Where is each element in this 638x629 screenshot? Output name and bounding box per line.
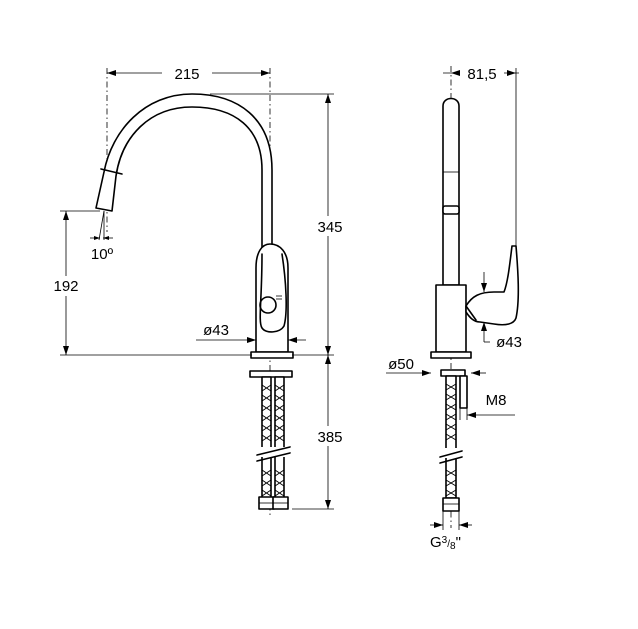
connection-denominator: 8 [450,541,456,552]
mounting-plate [249,370,293,378]
spout-angle-label: 10º [91,246,114,263]
side-spout [442,97,460,286]
depth-dimension [443,63,519,246]
base-flange [250,351,294,359]
side-base-flange [430,351,472,359]
gooseneck-spout [95,93,273,249]
flexible-hoses [256,376,291,510]
reach-label: 215 [174,66,199,83]
connection-suffix: " [456,534,461,551]
lever-diameter-label: ø43 [496,334,522,351]
connection-prefix: G [430,534,442,551]
hose-length-dimension [292,355,352,510]
connection-label: G3/8" [430,534,461,552]
connection-numerator: 3 [442,535,448,546]
depth-label: 81,5 [467,66,496,83]
spray-head-joint [100,168,123,175]
lever-knob [259,296,277,314]
outlet-height-dimension [46,210,252,356]
thread-label: M8 [486,392,507,409]
side-spray-head-tip [442,205,460,215]
height-label: 345 [317,219,342,236]
hose-length-label: 385 [317,429,342,446]
body-diameter-label: ø43 [203,322,229,339]
side-hose-nut [442,497,460,512]
m8-stud [459,375,468,409]
side-view: 81,5 ø43 ø50 M8 [386,63,522,552]
spout-angle-dimension [90,210,113,241]
side-lever [465,245,520,326]
height-dimension [210,93,352,356]
base-diameter-label: ø50 [388,356,414,373]
connection-dimension [430,511,472,530]
side-body [435,284,467,353]
lever-diameter-dimension [481,272,490,343]
connection-separator: / [447,539,450,550]
base-diameter-dimension [386,370,486,376]
reach-dimension [107,64,270,82]
body-diameter-dimension [196,337,306,343]
side-hose [439,375,463,512]
front-view: 215 345 192 10 [46,64,352,515]
thread-dimension [459,390,515,420]
outlet-height-label: 192 [53,278,78,295]
side-mounting-plate [440,369,466,377]
